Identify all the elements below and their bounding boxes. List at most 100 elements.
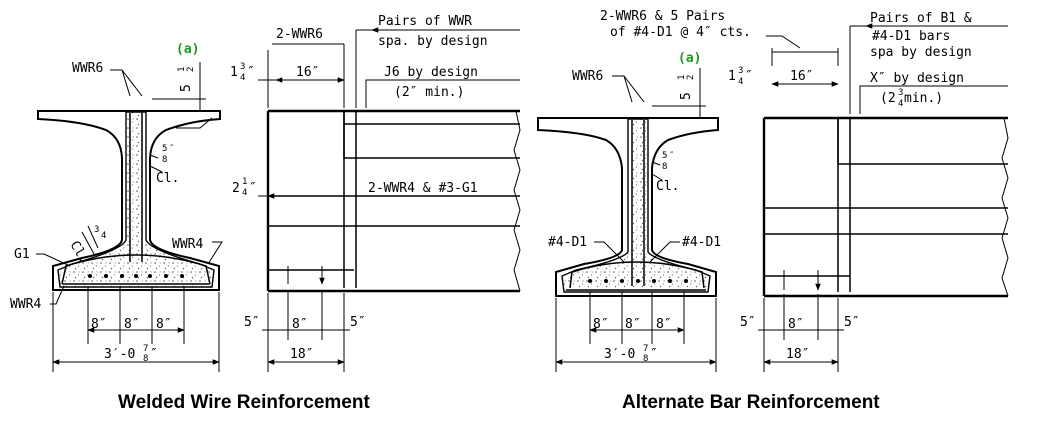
right-elev-pairs-1: Pairs of B1 & [870,11,972,26]
right-note-top-leader [766,35,801,49]
left-strands [88,274,184,278]
right-dim-5: 5 [679,92,694,100]
left-label-wwr4-r: WWR4 [172,237,203,252]
left-cl2-dim [81,225,99,255]
right-elev-horizontal [764,207,1008,277]
right-elev-dim-1-n: 3 [738,66,743,76]
right-elev-dim-16: 16″ [790,69,813,84]
right-dim-total-d: 8 [643,354,648,364]
left-elev-dim-2-d: 4 [242,188,247,198]
right-elev-dim-5a: 5″ [740,315,756,330]
left-total-ext [52,292,220,372]
left-wwr6-leader [110,69,143,97]
left-elev-dim-1-n: 3 [240,62,245,72]
right-top-dim [652,68,706,118]
left-elev-dim-8: 8″ [292,317,308,332]
right-58-n: 5 [662,151,667,161]
left-flange-leader [176,117,213,129]
right-elev-pairs-2: #4-D1 bars [872,29,950,44]
right-d1-bars [631,120,645,286]
right-d1-l-leader [594,241,625,263]
right-dim-8a: 8″ [593,317,609,332]
left-elev-break [513,110,521,292]
right-elev-dim-18: 18″ [786,347,809,362]
right-note-top-1: 2-WWR6 & 5 Pairs [600,9,725,24]
right-elev-x [837,118,1008,165]
left-dim-total-d: 8 [143,354,148,364]
left-58-d: 8 [162,155,167,165]
right-half-d: 2 [686,75,696,80]
right-dim-8b: 8″ [625,317,641,332]
left-34-n: 3 [94,225,99,235]
left-caption: Welded Wire Reinforcement [118,392,370,413]
left-elev-dim-2: 2 [232,181,240,196]
left-elev-dim-1-d: 4 [240,73,245,83]
left-wwr4-wire [61,254,211,285]
right-beam-section [537,117,719,297]
left-wwr4-l-leader [50,285,65,305]
left-label-wwr6: WWR6 [72,61,103,76]
right-label-cl: Cl. [656,179,679,194]
left-beam-section [37,110,221,291]
left-dim-8a: 8″ [91,317,107,332]
left-elev-j6-leader [365,79,520,108]
left-elev-strands [287,266,322,284]
left-elev-pairs-2: spa. by design [378,34,488,49]
right-58-q: ″ [669,151,674,161]
right-elev-dim-1-d: 4 [738,77,743,87]
left-elev-j6-min: (2″ min.) [394,85,464,100]
left-elev-verticals [343,111,357,288]
right-label-wwr6: WWR6 [572,69,603,84]
left-elev-dim-1: 1 [230,65,238,80]
right-caption: Alternate Bar Reinforcement [622,392,880,413]
left-label-g1: G1 [14,247,30,262]
right-elev-break [1001,117,1009,297]
right-elev-x-min: (2 [880,91,896,106]
left-elev-outline [266,109,520,293]
right-elev-pairs-leader [849,26,1008,114]
right-elev-x-min-q: min.) [904,91,943,106]
right-elevation [762,116,1009,297]
left-top-dim [152,62,206,111]
left-dim-total-q: ″ [150,347,158,362]
left-cl-leader [149,154,163,173]
right-elev-dim-1: 1 [728,69,736,84]
right-note-a: (a) [678,51,701,66]
right-wwr6-leader [612,75,645,103]
left-g1-leader [36,253,71,267]
right-elev-top-leader [771,48,839,66]
right-strands [588,279,688,283]
left-58-n: 5 [162,144,167,154]
right-elev-verticals [837,118,851,292]
left-note-a: (a) [176,42,199,57]
left-dim-5: 5 [179,84,194,92]
left-dim-8b: 8″ [124,317,140,332]
right-elev-dim-5b: 5″ [844,315,860,330]
left-half-n: 1 [177,67,187,72]
left-elev-pairs-leader [355,30,520,108]
left-elev-dim-5a: 5″ [244,315,260,330]
left-elev-j6 [343,111,520,159]
left-elev-dim-2-q: ″ [249,181,257,196]
left-elev-dim-2-n: 1 [242,177,247,187]
left-dim-8c: 8″ [156,317,172,332]
left-elev-dim-1-q: ″ [247,65,255,80]
right-d1-wire [569,261,705,289]
left-34-d: 4 [101,231,106,241]
left-elev-horizontal [268,195,520,271]
right-dim-total-q: ″ [650,347,658,362]
right-elev-x-min-d: 4 [898,99,903,109]
left-web-concrete [57,111,215,288]
right-58-d: 8 [662,162,667,172]
right-elev-strands [783,270,818,290]
right-dim-8c: 8″ [656,317,672,332]
right-elev-dim-8: 8″ [788,317,804,332]
left-half-d: 2 [186,67,196,72]
right-half-n: 1 [677,75,687,80]
right-total-ext [555,298,717,372]
left-elev-bottom-label: 2-WWR4 & #3-G1 [368,181,478,196]
left-elev-dim-16: 16″ [296,65,319,80]
right-elev-dim-1-q: ″ [745,69,753,84]
left-label-wwr4-l: WWR4 [10,297,41,312]
